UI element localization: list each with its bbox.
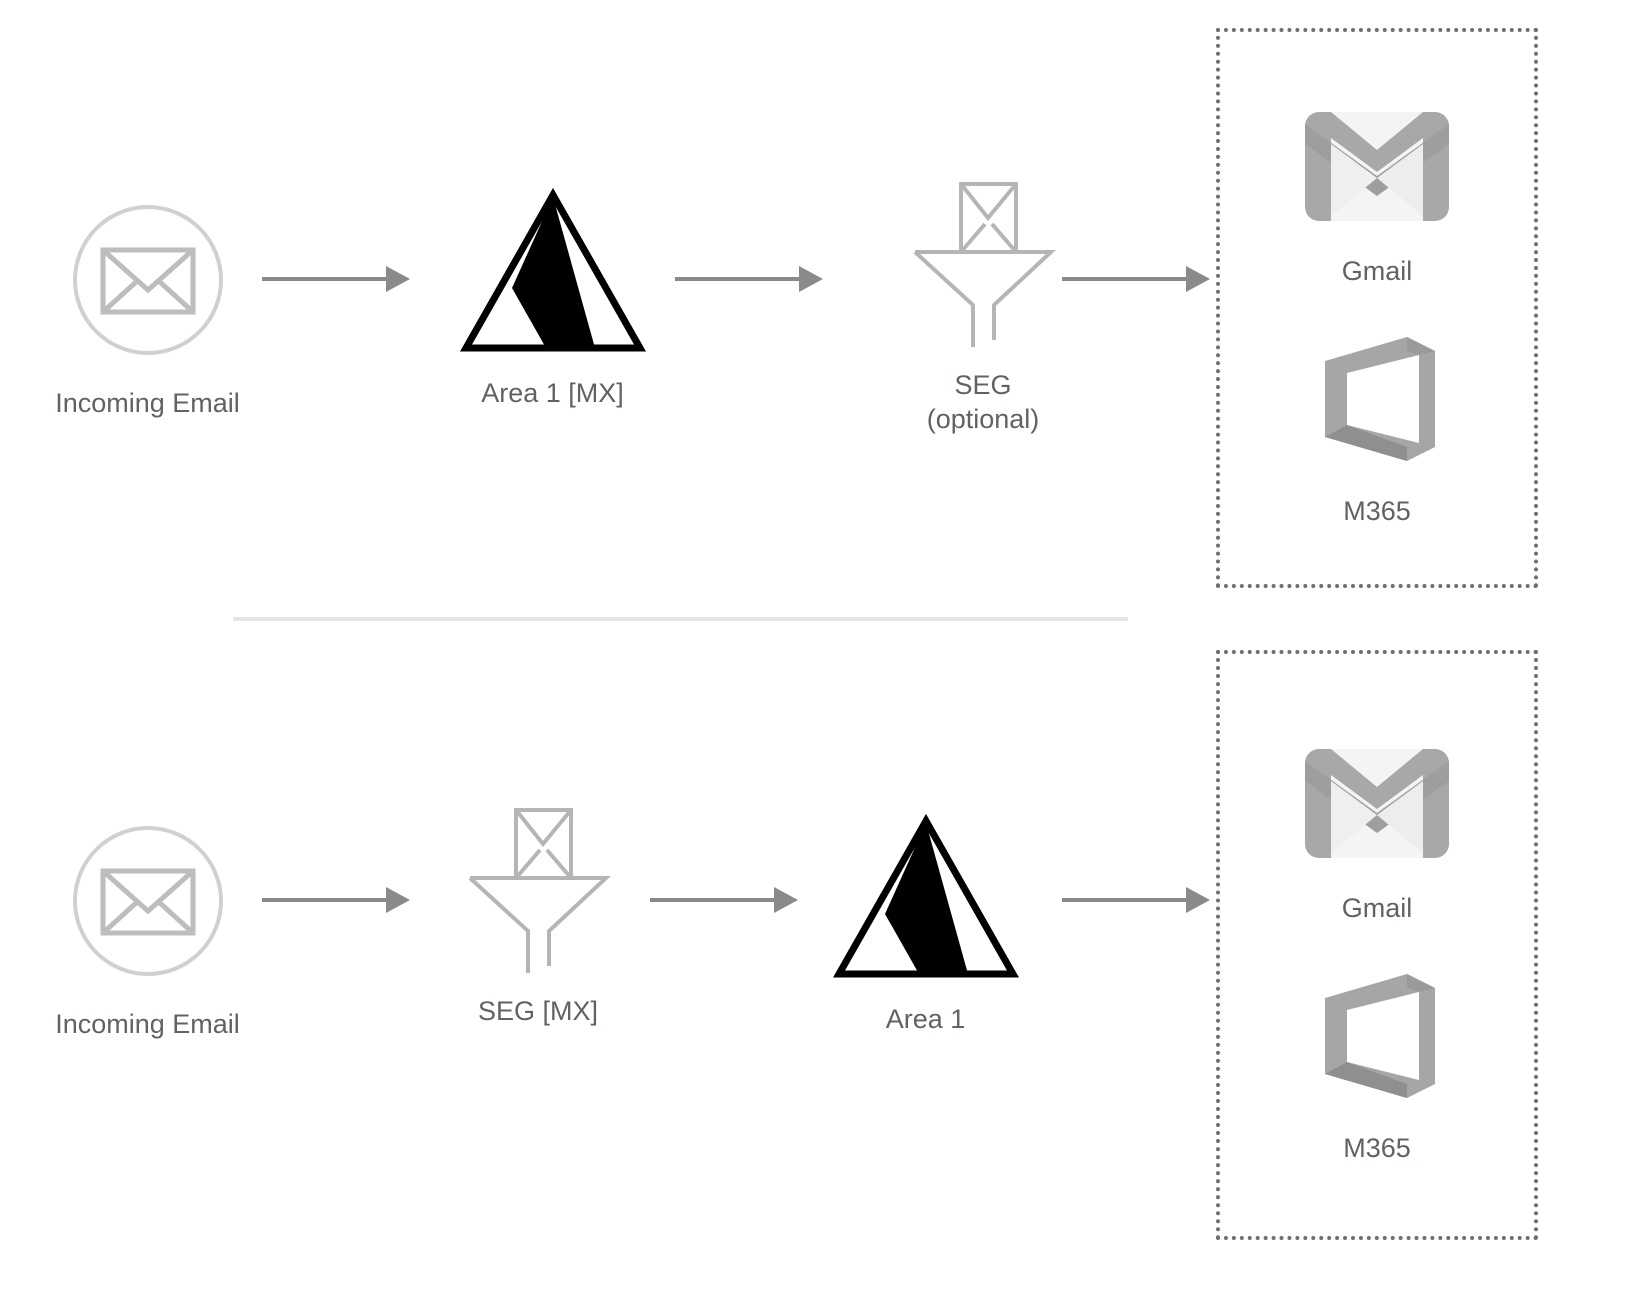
node-incoming-email-top[interactable]: Incoming Email [55,190,240,420]
gmail-icon [1297,104,1457,234]
node-label-area1: Area 1 [885,1004,966,1034]
arrow-shaft [262,277,387,281]
incoming-email-icon [55,811,240,991]
destination-m365-top[interactable]: M365 [1307,329,1447,527]
arrow-seg-to-destinations [1062,266,1210,292]
node-label-incoming-email-bottom: Incoming Email [55,1009,240,1039]
flow-seg-mx: Incoming Email SEG [MX] [0,626,1642,1306]
node-incoming-email-bottom[interactable]: Incoming Email [55,811,240,1041]
arrow-head [386,266,410,292]
arrow-shaft [650,898,775,902]
destination-box-bottom: Gmail M365 [1216,650,1538,1240]
node-label-seg-mx: SEG [MX] [477,996,599,1026]
destination-label-gmail-bottom: Gmail [1341,892,1413,923]
destination-label-gmail-top: Gmail [1341,255,1413,286]
arrow-shaft [1062,277,1187,281]
incoming-email-icon [55,190,240,370]
arrow-area1-to-seg [675,266,823,292]
destination-label-m365-top: M365 [1343,495,1411,526]
node-seg-optional[interactable]: SEG (optional) [872,172,1094,436]
arrow-shaft [1062,898,1187,902]
destination-box-top: Gmail M365 [1216,28,1538,588]
destination-label-m365-bottom: M365 [1343,1132,1411,1163]
node-label-seg-optional: SEG (optional) [926,370,1040,434]
destination-gmail-top[interactable]: Gmail [1297,104,1457,287]
node-label-incoming-email-top: Incoming Email [55,388,240,418]
node-area1[interactable]: Area 1 [828,811,1023,1036]
arrow-shaft [675,277,800,281]
arrow-incoming-to-area1 [262,266,410,292]
arrow-shaft [262,898,387,902]
seg-funnel-icon [443,798,633,978]
node-area1-mx[interactable]: Area 1 [MX] [440,185,665,410]
arrow-seg-to-area1 [650,887,798,913]
destination-gmail-bottom[interactable]: Gmail [1297,741,1457,924]
node-seg-mx[interactable]: SEG [MX] [443,798,633,1028]
m365-icon [1307,329,1447,474]
node-label-area1-mx: Area 1 [MX] [481,378,624,408]
gmail-icon [1297,741,1457,871]
flow-area1-mx: Incoming Email Area 1 [MX] [0,0,1642,620]
arrow-head [1186,266,1210,292]
area1-triangle-icon [828,811,1023,986]
arrow-area1-to-destinations [1062,887,1210,913]
arrow-incoming-to-seg [262,887,410,913]
seg-funnel-icon [872,172,1094,352]
arrow-head [1186,887,1210,913]
arrow-head [799,266,823,292]
arrow-head [386,887,410,913]
destination-m365-bottom[interactable]: M365 [1307,966,1447,1164]
section-divider [233,617,1128,621]
m365-icon [1307,966,1447,1111]
area1-triangle-icon [440,185,665,360]
arrow-head [774,887,798,913]
